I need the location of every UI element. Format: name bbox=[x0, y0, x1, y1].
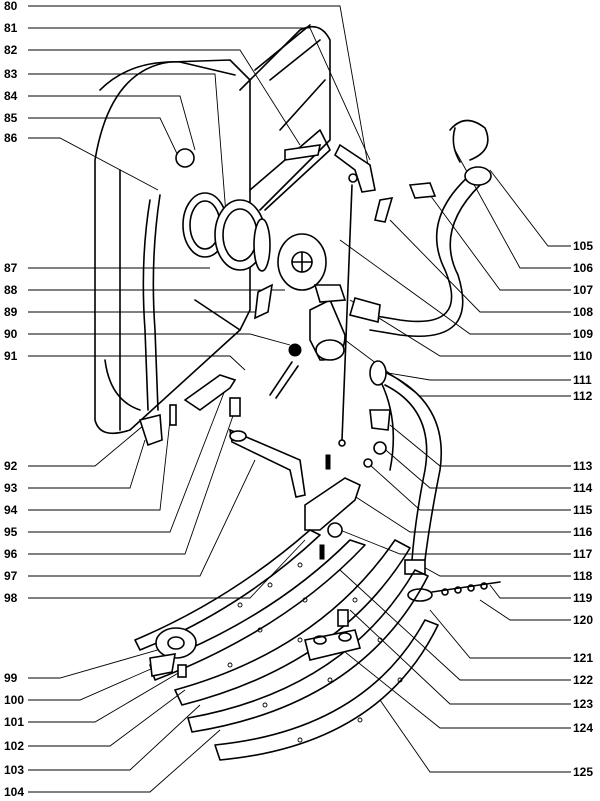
callout-105: 105 bbox=[573, 239, 594, 253]
callout-124: 124 bbox=[573, 721, 594, 735]
flange-parts bbox=[175, 119, 492, 386]
callout-99: 99 bbox=[4, 671, 18, 685]
callout-102: 102 bbox=[4, 739, 25, 753]
callout-118: 118 bbox=[573, 569, 593, 583]
callout-81: 81 bbox=[4, 21, 18, 35]
callout-115: 115 bbox=[573, 503, 593, 517]
callout-80: 80 bbox=[4, 0, 18, 13]
callout-112: 112 bbox=[573, 389, 593, 403]
callout-91: 91 bbox=[4, 349, 18, 363]
skirt-segments bbox=[134, 529, 439, 761]
callout-104: 104 bbox=[4, 785, 25, 799]
callout-108: 108 bbox=[573, 305, 594, 319]
callout-106: 106 bbox=[573, 261, 594, 275]
callout-123: 123 bbox=[573, 697, 594, 711]
callout-93: 93 bbox=[4, 481, 18, 495]
callout-120: 120 bbox=[573, 613, 594, 627]
mechanism-parts bbox=[138, 184, 391, 560]
callout-83: 83 bbox=[4, 67, 18, 81]
hoses bbox=[142, 174, 481, 561]
callout-109: 109 bbox=[573, 327, 594, 341]
callout-122: 122 bbox=[573, 673, 594, 687]
callout-88: 88 bbox=[4, 283, 18, 297]
callout-95: 95 bbox=[4, 525, 18, 539]
callout-94: 94 bbox=[4, 503, 18, 517]
callout-107: 107 bbox=[573, 283, 594, 297]
callout-117: 117 bbox=[573, 547, 593, 561]
callout-125: 125 bbox=[573, 765, 594, 779]
callout-90: 90 bbox=[4, 327, 18, 341]
callout-100: 100 bbox=[4, 693, 25, 707]
callout-96: 96 bbox=[4, 547, 18, 561]
leader-lines bbox=[28, 5, 571, 793]
callout-92: 92 bbox=[4, 459, 18, 473]
callout-87: 87 bbox=[4, 261, 18, 275]
callout-86: 86 bbox=[4, 131, 18, 145]
rivet-holes bbox=[227, 562, 403, 743]
callout-113: 113 bbox=[573, 459, 593, 473]
callout-116: 116 bbox=[573, 525, 593, 539]
callout-121: 121 bbox=[573, 651, 594, 665]
callout-97: 97 bbox=[4, 569, 18, 583]
machine-body bbox=[94, 24, 331, 435]
callout-84: 84 bbox=[4, 89, 18, 103]
callout-110: 110 bbox=[573, 349, 593, 363]
callout-101: 101 bbox=[4, 715, 25, 729]
callout-111: 111 bbox=[573, 373, 592, 387]
callout-119: 119 bbox=[573, 591, 593, 605]
callout-98: 98 bbox=[4, 591, 18, 605]
callout-103: 103 bbox=[4, 763, 25, 777]
callout-89: 89 bbox=[4, 305, 18, 319]
callout-85: 85 bbox=[4, 111, 18, 125]
callout-114: 114 bbox=[573, 481, 593, 495]
callout-82: 82 bbox=[4, 43, 18, 57]
chain bbox=[404, 559, 501, 602]
